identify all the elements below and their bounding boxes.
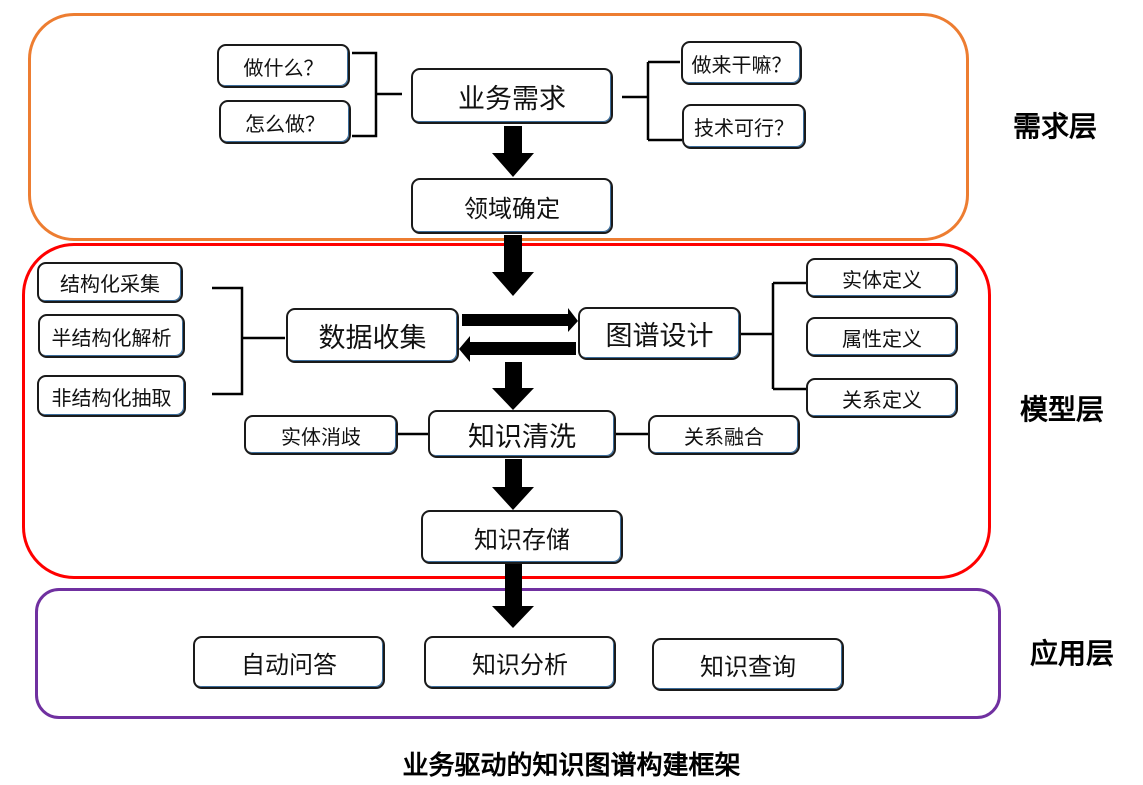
application-layer-label: 应用层: [1030, 637, 1115, 670]
app-auto-qa-box: 自动问答: [193, 636, 385, 689]
design-entity-box: 实体定义: [806, 258, 958, 298]
app-knowledge-query-box: 知识查询: [652, 638, 844, 691]
relation-fusion-box: 关系融合: [648, 415, 800, 455]
question-what-box: 做什么？: [217, 44, 350, 88]
knowledge-cleaning-box: 知识清洗: [428, 410, 616, 458]
design-attribute-box: 属性定义: [806, 317, 958, 357]
knowledge-storage-box: 知识存储: [421, 510, 623, 564]
collection-semistructured-box: 半结构化解析: [38, 314, 185, 358]
model-layer-label: 模型层: [1020, 393, 1105, 426]
question-why-box: 做来干嘛？: [681, 41, 802, 85]
diagram-title: 业务驱动的知识图谱构建框架: [402, 751, 741, 781]
entity-disambiguation-box: 实体消歧: [244, 415, 398, 455]
graph-design-box: 图谱设计: [578, 307, 741, 360]
requirement-layer-label: 需求层: [1013, 110, 1098, 143]
question-how-box: 怎么做？: [219, 100, 351, 144]
app-knowledge-analysis-box: 知识分析: [424, 636, 616, 689]
domain-definition-box: 领域确定: [411, 178, 613, 234]
collection-unstructured-box: 非结构化抽取: [37, 375, 186, 417]
question-feasible-box: 技术可行？: [682, 104, 806, 149]
business-requirement-box: 业务需求: [411, 68, 613, 124]
data-collection-box: 数据收集: [286, 308, 459, 363]
design-relation-box: 关系定义: [806, 378, 958, 418]
collection-structured-box: 结构化采集: [37, 262, 183, 303]
